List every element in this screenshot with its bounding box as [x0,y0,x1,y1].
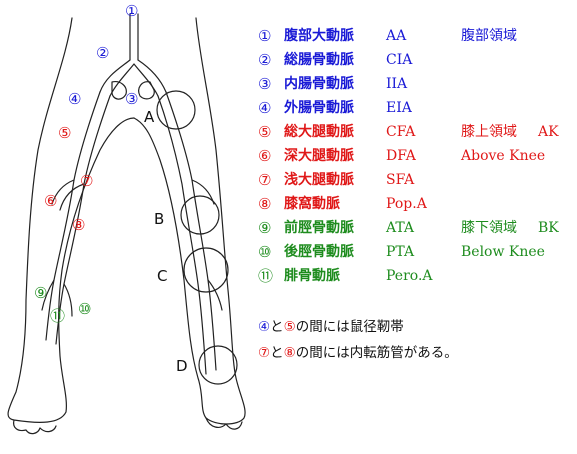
legend-abbreviation: EIA [386,100,412,116]
legend-row: ② 総腸骨動脈 CIA [258,48,573,72]
marker-6: ⑥ [44,192,58,210]
zone-label-b: B [154,210,165,228]
note-mid: と [270,319,284,335]
legend-region-code: BK [538,220,559,236]
note-a: ④ [258,319,271,335]
legend-region: Below Knee [461,244,545,260]
marker-11: ⑪ [50,307,66,325]
legend-artery-name: 膝窩動脈 [284,196,340,212]
legend-artery-name: 後脛骨動脈 [284,244,354,260]
note-a: ⑦ [258,345,271,361]
legend-number: ⑧ [258,195,272,213]
leg-artery-diagram: A B C D ① ② ④ ③ ⑤ ⑦ ⑥ ⑧ ⑨ ⑪ ⑩ [0,0,260,450]
note-rest: の間には鼠径靭帯 [295,319,404,335]
marker-5: ⑤ [58,124,72,142]
zone-label-c: C [157,267,168,285]
legend-row: ⑩ 後脛骨動脈 PTA Below Knee [258,240,573,264]
legend-number: ④ [258,99,272,117]
note-mid: と [270,345,284,361]
zone-label-a: A [144,108,155,126]
legend-row: ③ 内腸骨動脈 IIA [258,72,573,96]
legend-abbreviation: Pero.A [386,268,433,284]
legend-row: ⑪ 腓骨動脈 Pero.A [258,264,573,288]
legend-number: ⑩ [258,243,272,261]
zone-circle-a [156,90,196,130]
legend-artery-name: 前脛骨動脈 [284,220,354,236]
marker-3: ③ [125,90,139,108]
legend-abbreviation: IIA [386,76,408,92]
legend-number: ① [258,27,272,45]
legend-artery-name: 外腸骨動脈 [284,100,354,116]
zone-circle-b [180,195,220,235]
note-line: ④と⑤の間には鼠径靭帯 [258,314,458,340]
legend-artery-name: 内腸骨動脈 [284,76,354,92]
legend-region: Above Knee [461,148,546,164]
legend-number: ② [258,51,272,69]
marker-8: ⑧ [72,216,86,234]
legend-artery-name: 深大腿動脈 [284,148,354,164]
legend-number: ⑥ [258,147,272,165]
legend-artery-name: 総大腿動脈 [284,124,354,140]
zone-label-d: D [176,357,188,375]
legend-artery-name: 浅大腿動脈 [284,172,354,188]
left-leg-artery [45,91,111,345]
legend-number: ⑤ [258,123,272,141]
legend-row: ⑦ 浅大腿動脈 SFA [258,168,573,192]
legend-abbreviation: PTA [386,244,415,260]
note-line: ⑦と⑧の間には内転筋管がある。 [258,340,458,366]
legend-region-code: AK [538,124,559,140]
legend-abbreviation: AA [386,28,407,44]
legend-region: 腹部領域 [461,28,517,44]
leg-outline-drawing [7,13,246,435]
legend-abbreviation: SFA [386,172,415,188]
legend-row: ④ 外腸骨動脈 EIA [258,96,573,120]
legend-abbreviation: CFA [386,124,416,140]
legend-artery-name: 総腸骨動脈 [284,52,354,68]
artery-legend: ① 腹部大動脈 AA 腹部領域 ② 総腸骨動脈 CIA ③ 内腸骨動脈 IIA ④ 外腸骨動脈 EIA ⑤… [258,24,573,288]
legend-artery-name: 腓骨動脈 [284,268,340,284]
legend-row: ⑥ 深大腿動脈 DFA Above Knee [258,144,573,168]
marker-1: ① [125,2,139,20]
legend-abbreviation: Pop.A [386,196,427,212]
legend-row: ① 腹部大動脈 AA 腹部領域 [258,24,573,48]
note-rest: の間には内転筋管がある。 [295,345,458,361]
legend-abbreviation: DFA [386,148,416,164]
note-b: ⑤ [283,319,296,335]
marker-10: ⑩ [78,300,92,318]
zone-circle-d [198,345,238,385]
legend-abbreviation: CIA [386,52,413,68]
legend-artery-name: 腹部大動脈 [284,28,354,44]
legend-number: ③ [258,75,272,93]
legend-region: 膝上領域 [461,124,517,140]
legend-row: ⑧ 膝窩動脈 Pop.A [258,192,573,216]
legend-row: ⑤ 総大腿動脈 CFA 膝上領域 AK [258,120,573,144]
aorta [129,13,139,61]
marker-4: ④ [68,90,82,108]
legend-row: ⑨ 前脛骨動脈 ATA 膝下領域 BK [258,216,573,240]
marker-2: ② [96,44,110,62]
legend-region: 膝下領域 [461,220,517,236]
body-outline-right [133,17,246,425]
marker-7: ⑦ [80,172,94,190]
legend-abbreviation: ATA [386,220,415,236]
legend-number: ⑨ [258,219,272,237]
legend-number: ⑦ [258,171,272,189]
legend-number: ⑪ [258,267,274,285]
marker-9: ⑨ [34,284,48,302]
body-outline-left [7,17,135,423]
note-b: ⑧ [283,345,296,361]
zone-circle-c [183,247,229,293]
